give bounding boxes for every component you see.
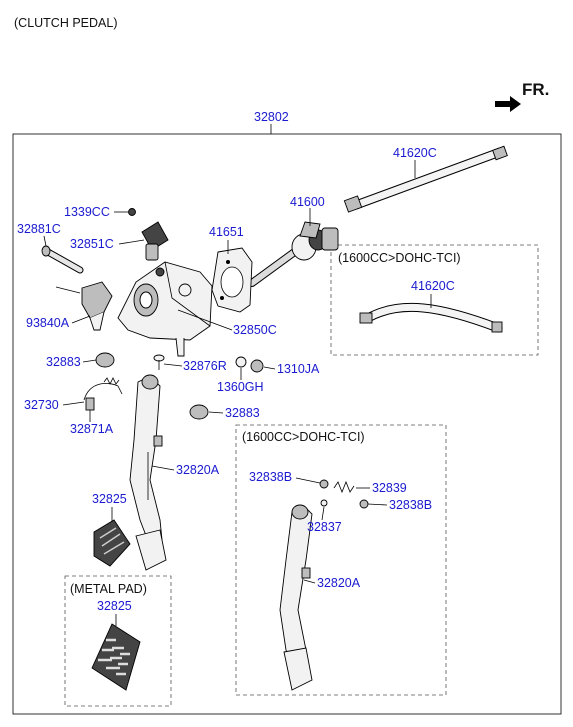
- clutch-switch: [141, 221, 169, 261]
- washer-1360gh: [235, 356, 247, 368]
- label-32838b-left[interactable]: 32838B: [249, 470, 292, 484]
- label-41620c-top[interactable]: 41620C: [393, 146, 437, 160]
- label-1310ja[interactable]: 1310JA: [277, 362, 320, 376]
- clutch-master-cylinder: [248, 208, 339, 287]
- metal-pedal-pad: [91, 623, 141, 691]
- pin-32837: [320, 499, 328, 507]
- label-32871a[interactable]: 32871A: [70, 422, 114, 436]
- nut-1339cc: [128, 208, 136, 216]
- nut-1310ja: [250, 359, 264, 373]
- label-41620c-box[interactable]: 41620C: [411, 279, 455, 293]
- pedal-pad-main: [93, 519, 167, 571]
- bushing-32883-bottom: [189, 404, 209, 420]
- label-32838b-right[interactable]: 32838B: [389, 498, 432, 512]
- pedal-bracket: [117, 261, 213, 357]
- variant-box-pedal: [235, 424, 447, 696]
- label-1360gh[interactable]: 1360GH: [217, 380, 264, 394]
- clip-32871a: [85, 397, 95, 411]
- nut-32838b-left: [319, 479, 329, 489]
- label-32820a-variant[interactable]: 32820A: [317, 576, 361, 590]
- label-32825-metal[interactable]: 32825: [97, 599, 132, 613]
- pedal-arm-variant: [279, 504, 313, 691]
- label-32837[interactable]: 32837: [307, 520, 342, 534]
- front-label: FR.: [522, 80, 549, 99]
- front-arrow-icon: [495, 96, 521, 112]
- switch-93840a: [55, 281, 113, 331]
- part-labels: 41620C 41600 1339CC 32881C 32851C 41651 …: [17, 146, 455, 626]
- label-41651[interactable]: 41651: [209, 225, 244, 239]
- variant-box-cable: [330, 244, 539, 356]
- metal-pad-box: [64, 575, 172, 707]
- label-32850c[interactable]: 32850C: [233, 323, 277, 337]
- assembly-frame: [12, 133, 562, 715]
- pedal-arm-main: [129, 374, 163, 547]
- bolt-32876r: [153, 354, 165, 370]
- label-1339cc[interactable]: 1339CC: [64, 205, 110, 219]
- label-32730[interactable]: 32730: [24, 398, 59, 412]
- label-32876r[interactable]: 32876R: [183, 359, 227, 373]
- nut-32838b-right: [359, 499, 369, 509]
- spring-32839: [333, 480, 355, 494]
- bushing-32883-top: [95, 352, 115, 368]
- clutch-hose-top: [343, 145, 508, 213]
- bolt-32881c: [41, 245, 84, 274]
- variant-box-pedal-label: (1600CC>DOHC-TCI): [242, 430, 365, 444]
- label-32883-top[interactable]: 32883: [46, 355, 81, 369]
- gasket-41651: [211, 247, 253, 313]
- label-32820a-main[interactable]: 32820A: [176, 463, 220, 477]
- clutch-hose-variant: [359, 302, 503, 333]
- label-32881c[interactable]: 32881C: [17, 222, 61, 236]
- label-32851c[interactable]: 32851C: [70, 237, 114, 251]
- page-title: (CLUTCH PEDAL): [14, 16, 118, 30]
- label-32825-main[interactable]: 32825: [92, 492, 127, 506]
- assembly-number-label[interactable]: 32802: [254, 110, 289, 124]
- label-93840a[interactable]: 93840A: [26, 316, 70, 330]
- label-32883-bottom[interactable]: 32883: [225, 406, 260, 420]
- metal-pad-label: (METAL PAD): [70, 582, 147, 596]
- front-direction-indicator: FR.: [495, 80, 549, 112]
- label-32839[interactable]: 32839: [372, 481, 407, 495]
- label-41600[interactable]: 41600: [290, 195, 325, 209]
- return-spring-32730: [83, 382, 123, 401]
- variant-box-cable-label: (1600CC>DOHC-TCI): [338, 251, 461, 265]
